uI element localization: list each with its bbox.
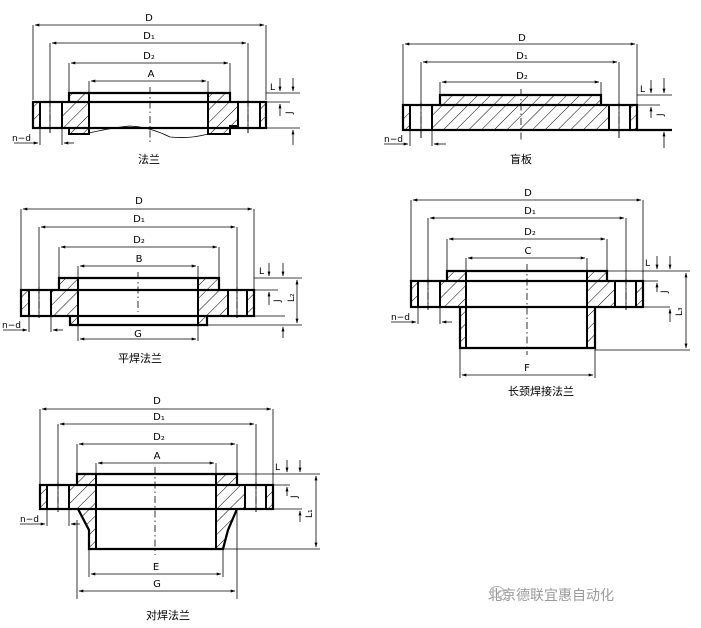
label-D: D: [135, 196, 143, 207]
label-L: L: [270, 83, 275, 93]
label-J: J: [660, 290, 670, 294]
label-D2: D₂: [516, 71, 528, 82]
label-inner: B: [136, 254, 143, 265]
label-inner: A: [154, 451, 161, 462]
drawing-weld-neck-flange: D D₁ D₂ A E G n−d L: [20, 396, 320, 622]
drawing-blind-flange: D D₁ D₂ n−d L J 盲板: [384, 33, 672, 166]
label-D1: D₁: [524, 206, 536, 217]
wechat-icon: [489, 586, 511, 600]
caption-weld-neck: 对焊法兰: [146, 608, 190, 622]
label-L2: L₂: [287, 293, 297, 302]
label-nd: n−d: [12, 134, 31, 144]
label-bottom2: G: [153, 579, 161, 590]
label-bottom: F: [524, 363, 530, 374]
watermark: 北京德联宜惠自动化: [488, 585, 614, 605]
label-L: L: [275, 463, 280, 473]
caption-slip-on: 平焊法兰: [118, 351, 162, 365]
label-bottom: G: [134, 329, 142, 340]
drawing-long-neck-flange: D D₁ D₂ C F n−d L J L₃ 长颈焊接法兰: [391, 188, 690, 398]
label-D: D: [153, 396, 161, 407]
label-D2: D₂: [143, 51, 155, 62]
label-D: D: [518, 33, 526, 44]
watermark-text: 北京德联宜惠自动化: [488, 588, 614, 604]
label-D1: D₁: [143, 31, 155, 42]
label-D2: D₂: [153, 432, 165, 443]
label-J: J: [285, 111, 295, 115]
drawing-flange: D D₁ D₂ A n−d L J 法兰: [12, 13, 300, 166]
label-nd: n−d: [2, 321, 21, 331]
label-L1: L₁: [305, 509, 315, 518]
label-J: J: [273, 299, 283, 303]
caption-blind: 盲板: [510, 152, 532, 166]
label-D1: D₁: [516, 51, 528, 62]
label-D2: D₂: [524, 227, 536, 238]
label-L: L: [259, 267, 264, 277]
label-J: J: [656, 113, 666, 117]
label-D1: D₁: [133, 214, 145, 225]
label-inner: C: [525, 246, 532, 257]
label-L: L: [645, 259, 650, 269]
label-D: D: [524, 188, 532, 199]
label-D: D: [145, 13, 153, 24]
caption-long-neck: 长颈焊接法兰: [508, 384, 574, 398]
drawing-slip-on-flange: D D₁ D₂ B G n−d L J L₂ 平焊法兰: [2, 196, 302, 365]
label-D1: D₁: [153, 412, 165, 423]
label-nd: n−d: [20, 515, 39, 525]
label-D2: D₂: [133, 235, 145, 246]
caption-flange: 法兰: [138, 152, 160, 166]
label-L: L: [640, 85, 645, 95]
label-inner: A: [148, 69, 155, 80]
label-L3: L₃: [675, 307, 685, 316]
label-bottom1: E: [153, 562, 159, 573]
label-nd: n−d: [391, 313, 410, 323]
label-nd: n−d: [384, 135, 403, 145]
label-J: J: [290, 495, 300, 499]
